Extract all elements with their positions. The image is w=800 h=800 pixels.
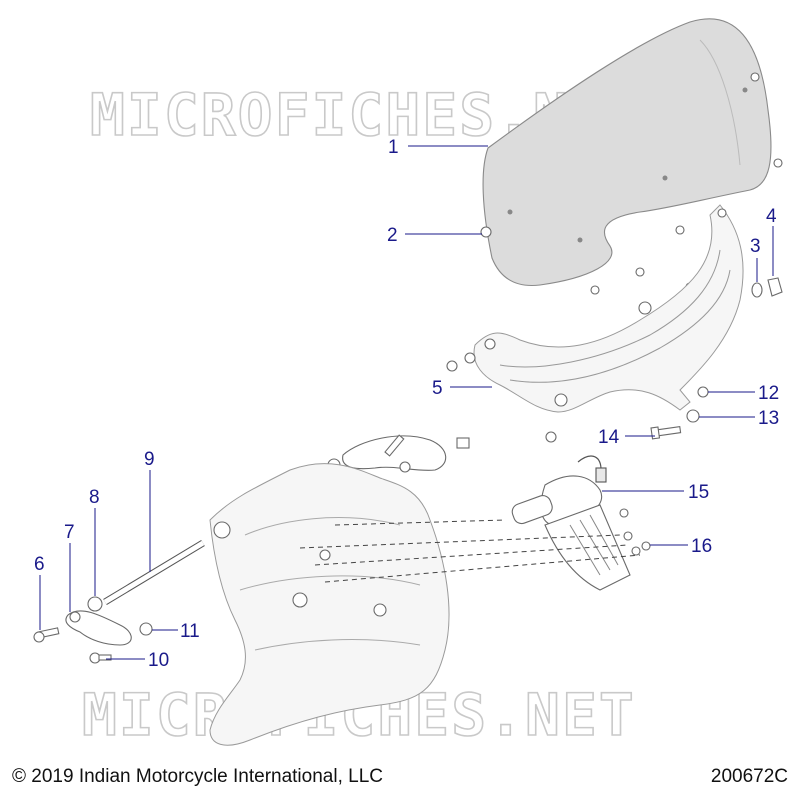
- callout-16: 16: [691, 536, 712, 557]
- alignment-lines: [299, 519, 641, 583]
- nut-near-bracket-2: [464, 352, 476, 364]
- callout-15: 15: [688, 482, 709, 503]
- callout-7: 7: [64, 522, 75, 543]
- washer-part-2: [480, 226, 492, 238]
- callout-2: 2: [387, 225, 398, 246]
- nut-near-bracket: [446, 360, 458, 372]
- callout-labels: 1 2 3 4 5 6 7 8 9 10 11 12 13 14 15 16: [34, 137, 779, 671]
- nut-part-13: [686, 409, 700, 423]
- washer-part-3: [751, 282, 763, 298]
- callout-12: 12: [758, 383, 779, 404]
- windshield-bracket: [473, 204, 744, 413]
- clip-part-4: [767, 277, 783, 297]
- callout-leaders: [39, 145, 774, 660]
- callout-5: 5: [432, 378, 443, 399]
- copyright-notice: © 2019 Indian Motorcycle International, …: [12, 766, 383, 787]
- bolt-part-6: [33, 627, 60, 643]
- main-support-frame: [209, 463, 450, 746]
- screw-part-10: [89, 652, 112, 664]
- upper-link-arm: [327, 434, 470, 473]
- windshield-fasteners: [590, 72, 783, 295]
- callout-6: 6: [34, 554, 45, 575]
- nut-part-11: [139, 622, 153, 636]
- callout-14: 14: [598, 427, 620, 448]
- bushing-part-8: [87, 596, 103, 612]
- screws-part-16: [619, 508, 651, 556]
- callout-3: 3: [750, 236, 761, 257]
- nut-center: [545, 431, 557, 443]
- figure-id: 200672C: [710, 766, 788, 787]
- actuator-motor-part-15: [511, 455, 631, 591]
- lower-arm-part-7: [65, 610, 132, 646]
- callout-9: 9: [144, 449, 155, 470]
- callout-11: 11: [180, 621, 200, 642]
- callout-10: 10: [148, 650, 169, 671]
- callout-1: 1: [388, 137, 399, 158]
- callout-4: 4: [766, 206, 777, 227]
- callout-13: 13: [758, 408, 779, 429]
- windshield: [482, 18, 772, 287]
- bolt-part-14: [650, 426, 682, 440]
- callout-8: 8: [89, 487, 100, 508]
- rod-part-9: [103, 540, 205, 605]
- nut-part-12: [697, 386, 709, 398]
